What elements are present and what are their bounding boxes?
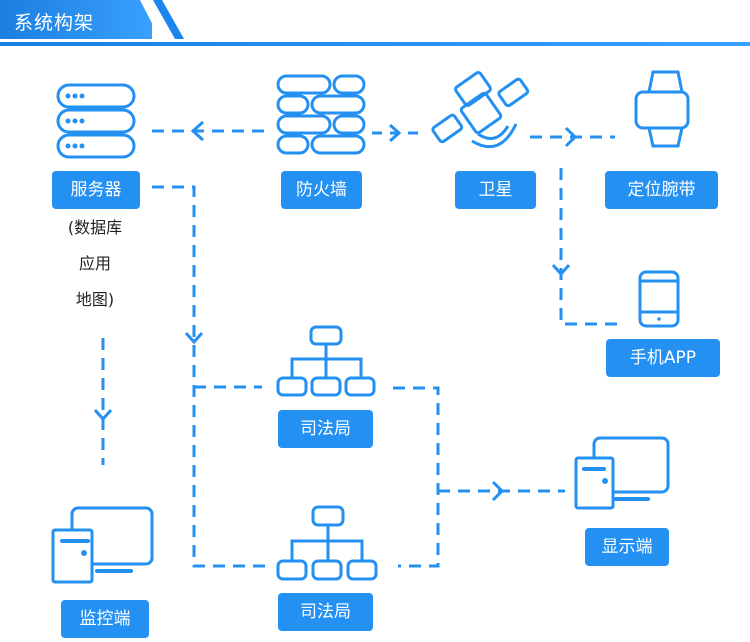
desktop-computer-icon [574, 436, 670, 510]
server-note-line: (数据库 [67, 218, 123, 237]
server-note-line: 应用 [78, 254, 111, 273]
satellite-icon [431, 71, 530, 149]
satellite-label[interactable]: 卫星 [455, 171, 536, 209]
connector-satellite-wristband [530, 126, 615, 148]
wristband-label[interactable]: 定位腕带 [605, 171, 718, 209]
firewall-icon [276, 74, 366, 155]
header-divider [0, 42, 750, 46]
server-icon [56, 83, 136, 159]
connector-judiciary-display [393, 386, 565, 568]
judiciary-label[interactable]: 司法局 [278, 410, 373, 448]
connector-firewall-satellite [372, 123, 420, 143]
connector-server-monitor [93, 338, 113, 465]
display-label[interactable]: 显示端 [585, 528, 669, 566]
tablet-icon [638, 270, 680, 328]
org-chart-icon [276, 505, 378, 581]
page-title: 系统构架 [14, 12, 95, 34]
server-label[interactable]: 服务器 [52, 171, 140, 209]
connector-server-judiciary [152, 185, 270, 568]
smartwatch-icon [634, 70, 690, 148]
connector-satellite-mobile [551, 168, 618, 326]
monitor-label[interactable]: 监控端 [61, 600, 149, 638]
judiciary-label[interactable]: 司法局 [278, 593, 373, 631]
desktop-computer-icon [51, 506, 154, 584]
server-note-line: 地图) [75, 290, 115, 309]
connector-firewall-server [152, 120, 265, 142]
mobile-app-label[interactable]: 手机APP [606, 339, 720, 377]
org-chart-icon [276, 325, 376, 397]
firewall-label[interactable]: 防火墙 [281, 171, 362, 209]
header-tab [0, 0, 152, 39]
